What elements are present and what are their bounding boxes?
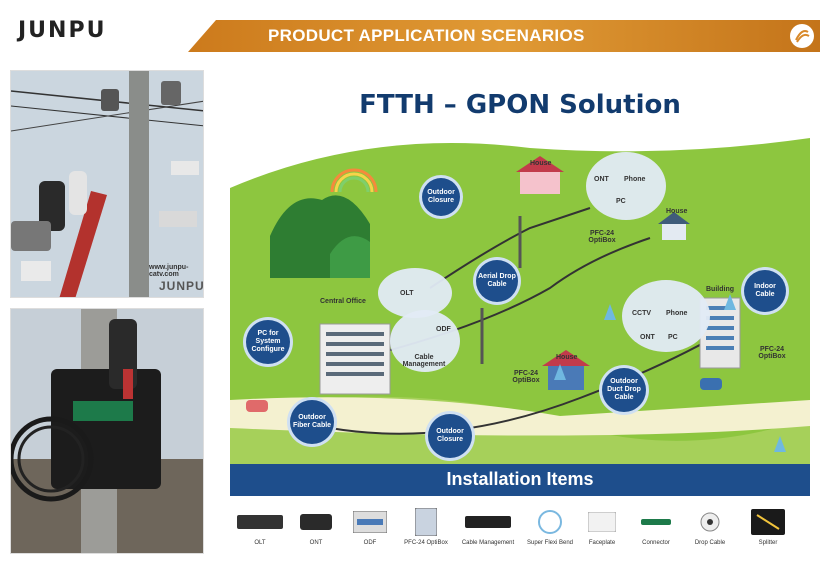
item-ont: ONT [290, 508, 342, 546]
label-pc-right: PC [668, 334, 678, 341]
fiber-bundle-icon [790, 24, 814, 48]
bubble-outdoor-duct-drop-cable: Outdoor Duct Drop Cable [602, 368, 646, 412]
label-odf: ODF [436, 326, 451, 333]
cable-management-image [458, 508, 518, 536]
item-super-flexi-bend: Super Flexi Bend [520, 508, 580, 546]
bubble-outdoor-closure-top: Outdoor Closure [422, 178, 460, 216]
label-cable-management: Cable Management [402, 354, 446, 368]
label-house-top: House [530, 160, 552, 167]
label-house-middle: House [556, 354, 578, 361]
item-ont-caption: ONT [309, 540, 323, 546]
drop-cable-image [684, 508, 736, 536]
label-phone-right: Phone [666, 310, 688, 317]
item-olt: OLT [234, 508, 286, 546]
banner [188, 20, 820, 52]
bubble-aerial-drop-cable: Aerial Drop Cable [476, 260, 518, 302]
item-splitter-caption: Splitter [758, 540, 778, 546]
bubble-pc-system-configure: PC for System Configure [246, 320, 290, 364]
item-pfc24-optibox: PFC-24 OptiBox [400, 508, 452, 546]
label-pfc24-top: PFC-24 OptiBox [588, 230, 616, 244]
olt-image [234, 508, 286, 536]
item-cable-management-caption: Cable Management [461, 540, 515, 546]
item-odf-caption: ODF [363, 540, 377, 546]
connector-image [630, 508, 682, 536]
bubble-outdoor-closure-bottom: Outdoor Closure [428, 414, 472, 458]
house-top-callout [586, 152, 666, 220]
building-devices-callout [622, 280, 710, 352]
installation-items-title: Installation Items [230, 464, 810, 496]
diagram-title: FTTH – GPON Solution [359, 90, 681, 120]
super-flexi-bend-image [520, 508, 580, 536]
banner-title: PRODUCT APPLICATION SCENARIOS [268, 26, 585, 45]
item-drop-cable-caption: Drop Cable [694, 540, 726, 546]
item-super-flexi-bend-caption: Super Flexi Bend [526, 540, 574, 546]
item-faceplate-caption: Faceplate [588, 540, 616, 546]
ont-image [290, 508, 342, 536]
olt-callout [378, 268, 452, 318]
label-cctv: CCTV [632, 310, 652, 317]
item-splitter: Splitter [742, 508, 794, 546]
label-pfc24-right: PFC-24 OptiBox [758, 346, 786, 360]
item-pfc24-caption: PFC-24 OptiBox [404, 540, 448, 546]
label-building: Building [706, 286, 734, 293]
label-pc-top: PC [616, 198, 626, 205]
ftth-diagram: FTTH – GPON Solution Outdoor Closure Aer… [230, 70, 810, 554]
label-ont-right: ONT [640, 334, 655, 341]
item-cable-management: Cable Management [458, 508, 518, 546]
label-olt: OLT [400, 290, 414, 297]
label-pfc24-middle: PFC-24 OptiBox [512, 370, 540, 384]
faceplate-image [576, 508, 628, 536]
label-phone-top: Phone [624, 176, 646, 183]
photo-watermark-logo: JUNPU [159, 279, 204, 293]
bubble-indoor-cable: Indoor Cable [744, 270, 786, 312]
diagram-landscape [230, 138, 810, 464]
pfc24-optibox-image [400, 508, 452, 536]
label-house-right: House [666, 208, 688, 215]
label-central-office: Central Office [320, 298, 366, 305]
odf-callout [390, 310, 460, 372]
item-odf: ODF [344, 508, 396, 546]
logo: JUNPU [18, 18, 107, 43]
bubble-outdoor-fiber-cable: Outdoor Fiber Cable [290, 400, 334, 444]
item-connector-caption: Connector [642, 540, 670, 546]
pole-equipment-photo: www.junpu-catv.com JUNPU [10, 70, 204, 298]
item-drop-cable: Drop Cable [684, 508, 736, 546]
item-olt-caption: OLT [254, 540, 266, 546]
item-faceplate: Faceplate [576, 508, 628, 546]
photo-watermark-url: www.junpu-catv.com [149, 264, 189, 278]
splitter-image [742, 508, 794, 536]
odf-image [344, 508, 396, 536]
closure-installation-photo [10, 308, 204, 554]
label-ont-top: ONT [594, 176, 609, 183]
item-connector: Connector [630, 508, 682, 546]
